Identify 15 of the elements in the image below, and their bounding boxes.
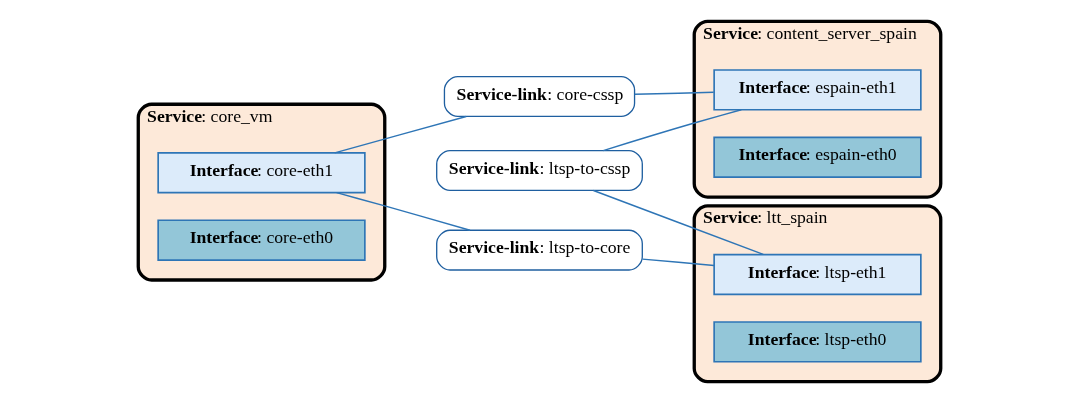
connector — [335, 191, 471, 231]
node-box: Interface: espain-eth1 — [713, 69, 922, 111]
node-box: Interface: core-eth1 — [157, 152, 366, 194]
node-box: Interface: ltsp-eth1 — [713, 253, 922, 296]
connector — [634, 91, 715, 95]
node-box: Service-link: ltsp-to-core — [436, 229, 643, 271]
node-box: Interface: espain-eth0 — [713, 136, 922, 178]
node-box: Service-link: ltsp-to-cssp — [436, 150, 643, 192]
node-box: Interface: core-eth0 — [157, 219, 366, 261]
connector — [641, 258, 715, 267]
connector — [334, 115, 467, 154]
node-box: Interface: ltsp-eth0 — [713, 321, 922, 363]
node-box: Service-link: core-cssp — [443, 75, 636, 118]
connector — [602, 109, 743, 152]
connector — [592, 189, 764, 256]
